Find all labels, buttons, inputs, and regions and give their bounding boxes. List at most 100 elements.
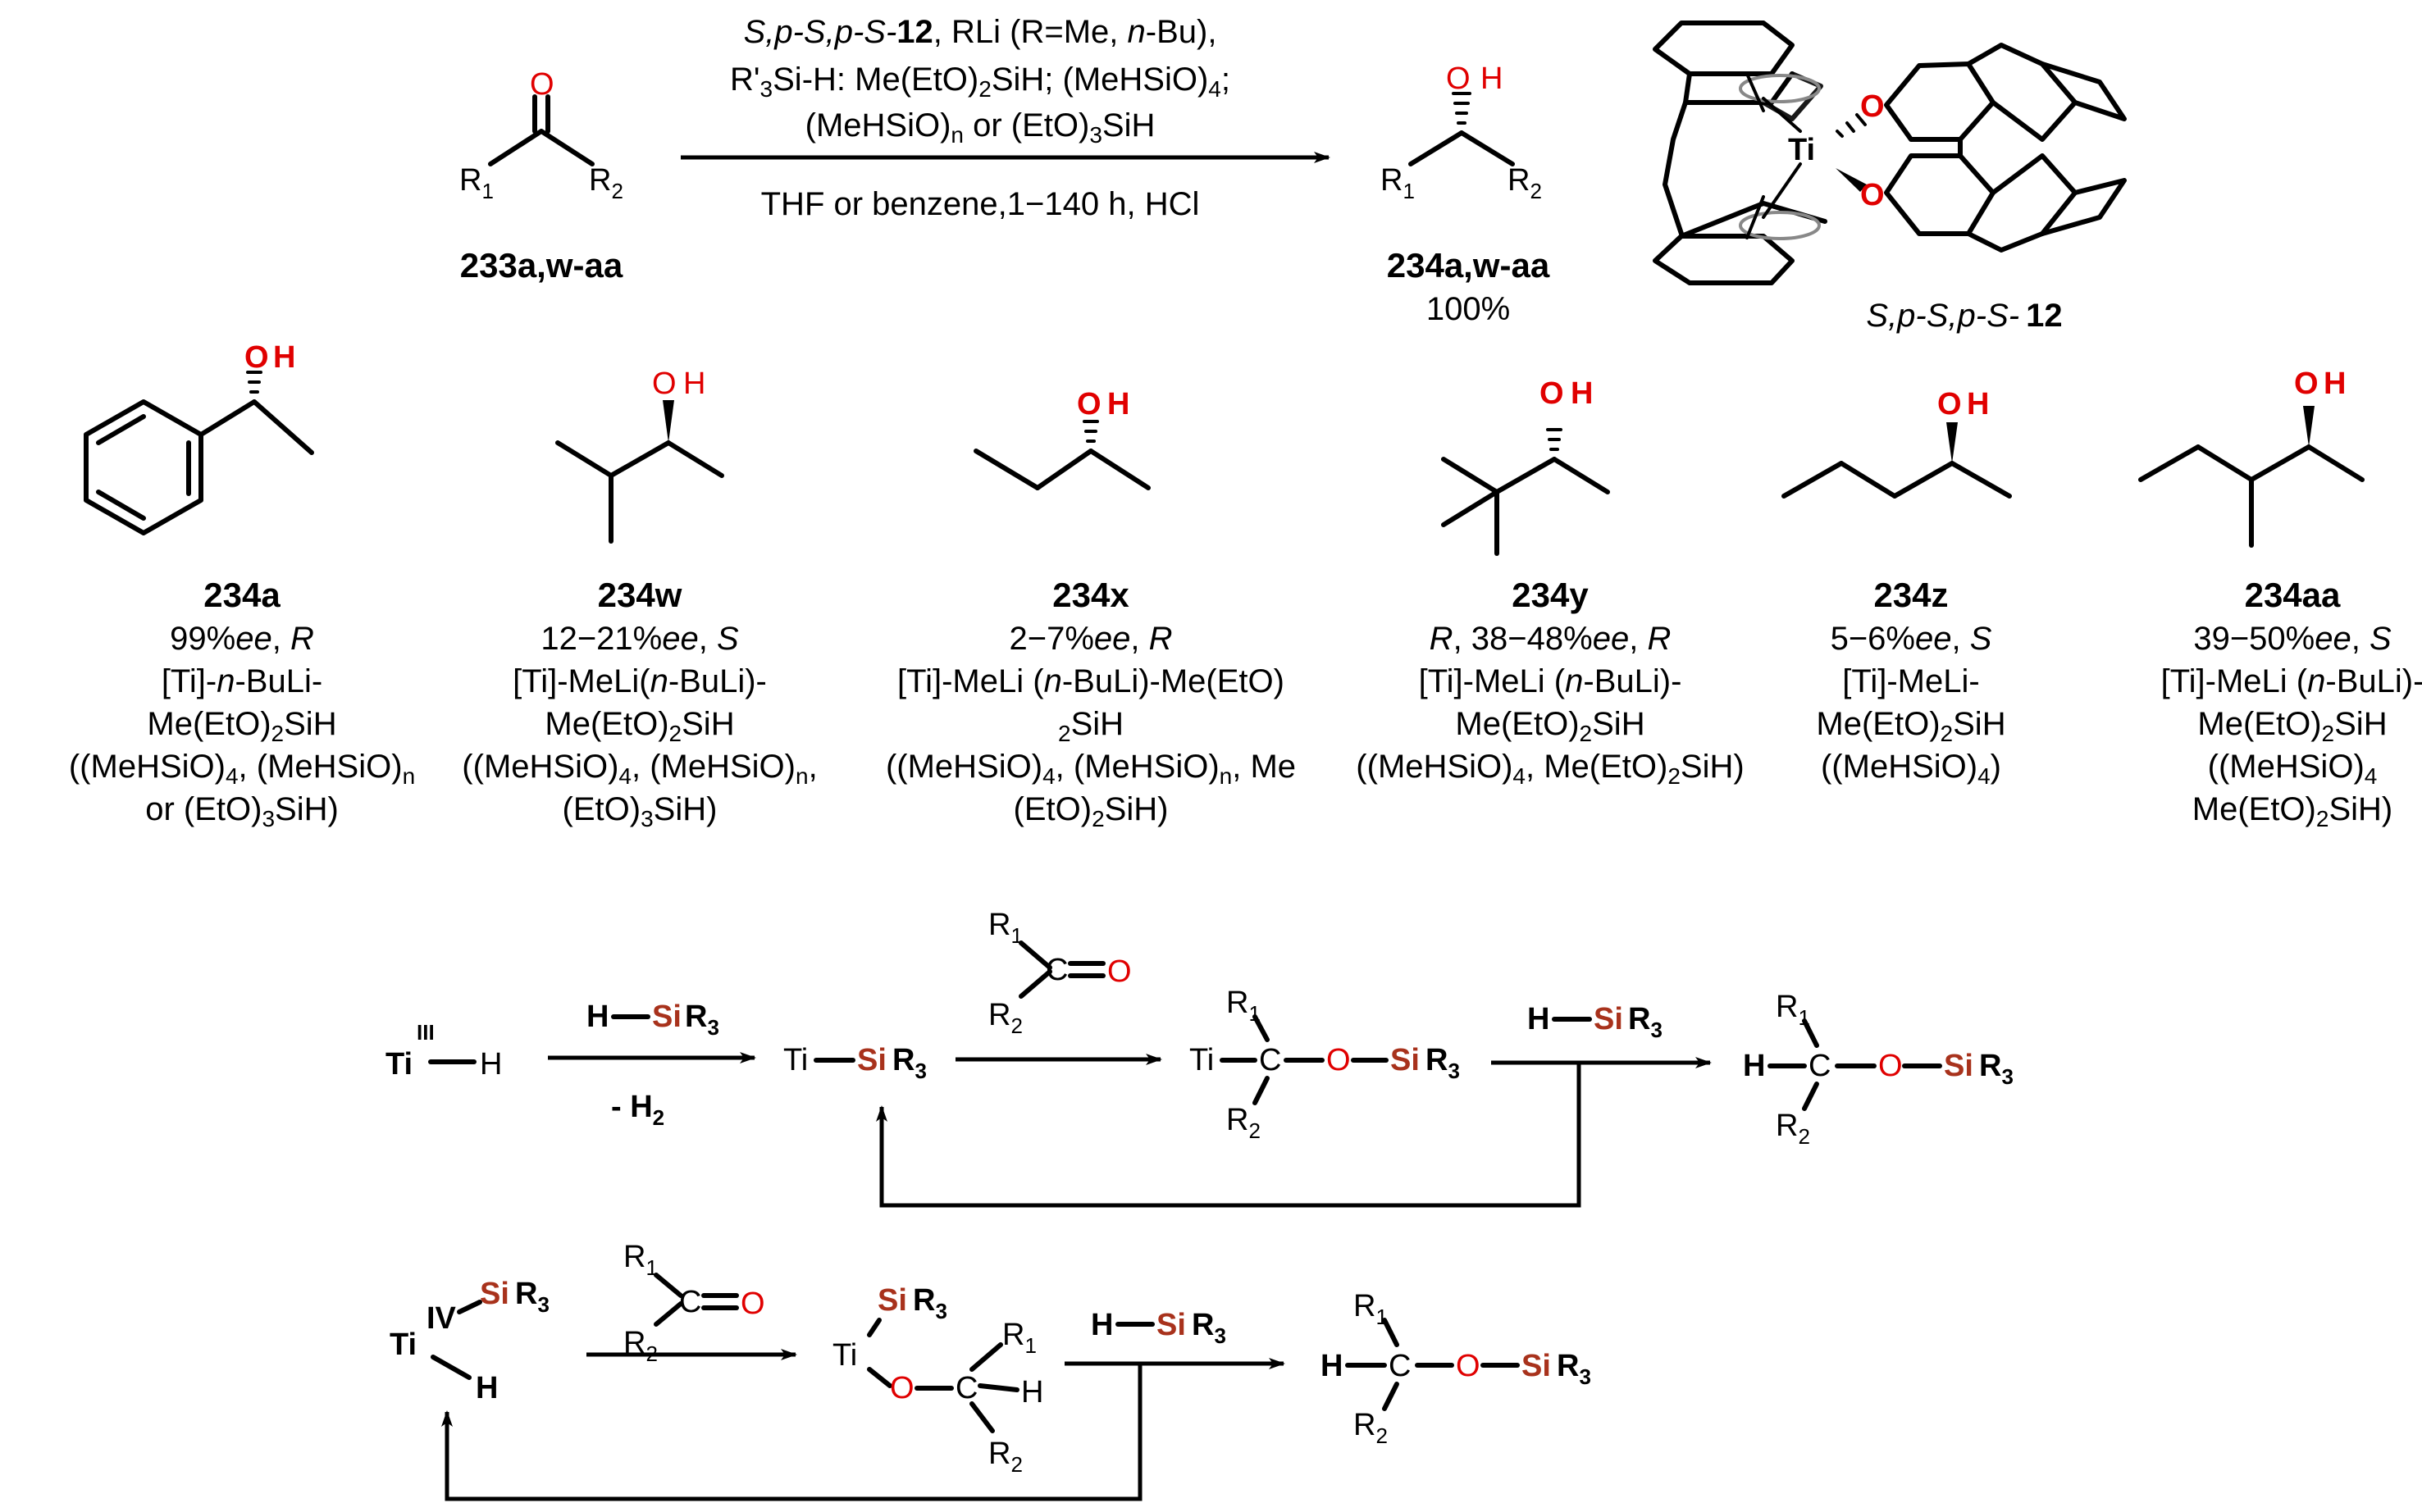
ti-atom: Ti [390, 1328, 417, 1362]
oh-label-h: H [273, 340, 295, 375]
carbonyl-o: O [1107, 954, 1132, 989]
conditions-234w-line-4: (EtO)3SiH) [563, 791, 718, 831]
r1-label: R1 [1226, 986, 1261, 1026]
carbonyl-o: O [741, 1287, 765, 1321]
oh-label-h: H [1967, 387, 1989, 421]
conditions-234x-line-2: 2SiH [1058, 706, 1124, 746]
structure-234z: O H [1781, 387, 2012, 499]
compound-label-234aa: 234aa [2245, 576, 2341, 614]
ti-atom: Ti [1189, 1043, 1214, 1077]
ee-value-234a: 99%ee, R [170, 621, 314, 657]
ti-atom: Ti [783, 1043, 808, 1077]
ti-atom: Ti [385, 1047, 413, 1082]
compound-label-234w: 234w [598, 576, 682, 614]
c-atom: C [956, 1371, 978, 1405]
oh-label-o: O [652, 367, 677, 401]
si-atom: Si [1521, 1349, 1551, 1383]
catalyst-label: S,p-S,p-S-12 [1866, 298, 2062, 334]
ether-o: O [1326, 1043, 1351, 1077]
r2-label: R2 [1226, 1103, 1261, 1143]
ee-value-234w: 12−21%ee, S [541, 621, 739, 657]
oh-label-o: O [1077, 387, 1102, 421]
h-atom: H [1527, 1002, 1549, 1036]
r3-group: R3 [913, 1283, 947, 1323]
product-label: 234a,w-aa [1387, 246, 1550, 285]
r3-group: R3 [1979, 1049, 2014, 1089]
c-atom: C [1259, 1043, 1281, 1077]
product-yield: 100% [1426, 291, 1510, 327]
conditions-234w-line-3: ((MeHSiO)4, (MeHSiO)n, [462, 749, 817, 789]
mechanism-ti-iii: Ti III H H Si R3 - H2 Ti Si R3 R1 R2 C O… [385, 908, 2014, 1208]
alcohol-product: O H R1 R2 [1380, 61, 1542, 203]
conditions-234w-line-1: [Ti]-MeLi(n-BuLi)- [513, 663, 767, 699]
si-atom: Si [1594, 1002, 1623, 1036]
c-atom: C [1809, 1049, 1831, 1083]
conditions-234a-line-3: ((MeHSiO)4, (MeHSiO)n [69, 749, 415, 789]
structure-234y: O H [1441, 376, 1610, 556]
r3-group: R3 [892, 1043, 927, 1083]
si-atom: Si [652, 1000, 682, 1034]
conditions-234y-line-2: Me(EtO)2SiH [1455, 706, 1644, 746]
c-atom: C [679, 1285, 701, 1319]
r2-label: R2 [1776, 1109, 1810, 1149]
conditions-234aa-line-3: ((MeHSiO)4 [2208, 749, 2378, 789]
conditions-234w-line-2: Me(EtO)2SiH [545, 706, 734, 746]
si-atom: Si [1944, 1049, 1973, 1083]
conditions-234y-line-3: ((MeHSiO)4, Me(EtO)2SiH) [1356, 749, 1744, 789]
conditions-234x-line-3: ((MeHSiO)4, (MeHSiO)n, Me [886, 749, 1296, 789]
ee-value-234z: 5−6%ee, S [1831, 621, 1992, 657]
r3-group: R3 [1192, 1308, 1226, 1348]
r2-label: R2 [1353, 1408, 1388, 1448]
r3-group: R3 [1628, 1002, 1663, 1042]
structure-234x: O H [974, 387, 1151, 490]
oh-label-o: O [1539, 376, 1564, 411]
structure-234a: O H [84, 340, 314, 535]
conditions-234a-line-4: or (EtO)3SiH) [145, 791, 339, 831]
si-atom: Si [857, 1043, 887, 1077]
ee-value-234aa: 39−50%ee, S [2193, 621, 2392, 657]
conditions-234x-line-4: (EtO)2SiH) [1014, 791, 1169, 831]
conditions-234z-line-3: ((MeHSiO)4) [1821, 749, 2001, 789]
si-atom: Si [1390, 1043, 1420, 1077]
conditions-234z-line-1: [Ti]-MeLi- [1842, 663, 1979, 699]
r1-label: R1 [1002, 1318, 1037, 1358]
conditions-234y-line-1: [Ti]-MeLi (n-BuLi)- [1419, 663, 1682, 699]
r3-group: R3 [515, 1277, 550, 1317]
r1-label: R1 [1380, 163, 1415, 203]
ee-value-234y: R, 38−48%ee, R [1430, 621, 1672, 657]
conditions-234aa-line-4: Me(EtO)2SiH) [2192, 791, 2392, 831]
ketone-substrate: O R1 R2 [459, 67, 623, 203]
oh-label-h: H [1107, 387, 1129, 421]
h-atom: H [1091, 1308, 1113, 1342]
r3-group: R3 [685, 1000, 719, 1040]
hydroxyl-oxygen: O [1446, 61, 1471, 96]
ti-atom: Ti [832, 1338, 857, 1373]
catalytic-cycle-return [876, 1063, 1581, 1208]
conditions-234aa-line-1: [Ti]-MeLi (n-BuLi)- [2161, 663, 2422, 699]
si-atom: Si [1156, 1308, 1186, 1342]
si-atom: Si [878, 1283, 907, 1318]
conditions-234aa-line-2: Me(EtO)2SiH [2197, 706, 2387, 746]
substrate-label: 233a,w-aa [460, 246, 623, 285]
binol-oxygen-top: O [1860, 89, 1885, 124]
ether-o: O [1456, 1349, 1480, 1383]
si-atom: Si [480, 1277, 509, 1311]
r2-label: R2 [988, 998, 1023, 1038]
oh-label-o: O [2294, 367, 2319, 401]
h-atom: H [1320, 1349, 1343, 1383]
conditions-below: THF or benzene,1−140 h, HCl [761, 186, 1200, 222]
hydride-h: H [480, 1047, 502, 1082]
compound-label-234a: 234a [203, 576, 281, 614]
r1-label: R1 [623, 1240, 658, 1280]
conditions-234a-line-2: Me(EtO)2SiH [147, 706, 336, 746]
h-atom: H [1021, 1375, 1043, 1410]
binol-oxygen-bottom: O [1860, 178, 1885, 212]
r3-group: R3 [1557, 1349, 1591, 1389]
conditions-line-3: (MeHSiO)n or (EtO)3SiH [805, 107, 1156, 148]
conditions-234x-line-1: [Ti]-MeLi (n-BuLi)-Me(EtO) [897, 663, 1284, 699]
structure-234aa: O H [2138, 367, 2365, 548]
titanocene-catalyst: Ti O O [1653, 20, 2127, 285]
minus-h2: - H2 [611, 1090, 664, 1130]
